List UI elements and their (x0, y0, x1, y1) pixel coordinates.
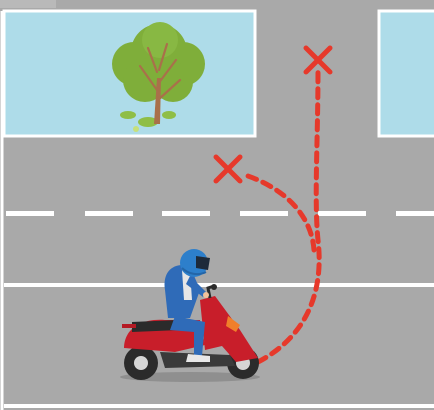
center-dash (162, 211, 210, 216)
bottom-edge-line (4, 404, 434, 408)
center-dash (396, 211, 434, 216)
center-dash (240, 211, 288, 216)
center-dash (85, 211, 133, 216)
corner-tab (0, 0, 56, 8)
grass-block-right (379, 11, 434, 136)
solid-line (4, 283, 434, 287)
center-dash (318, 211, 366, 216)
center-dash (6, 211, 54, 216)
